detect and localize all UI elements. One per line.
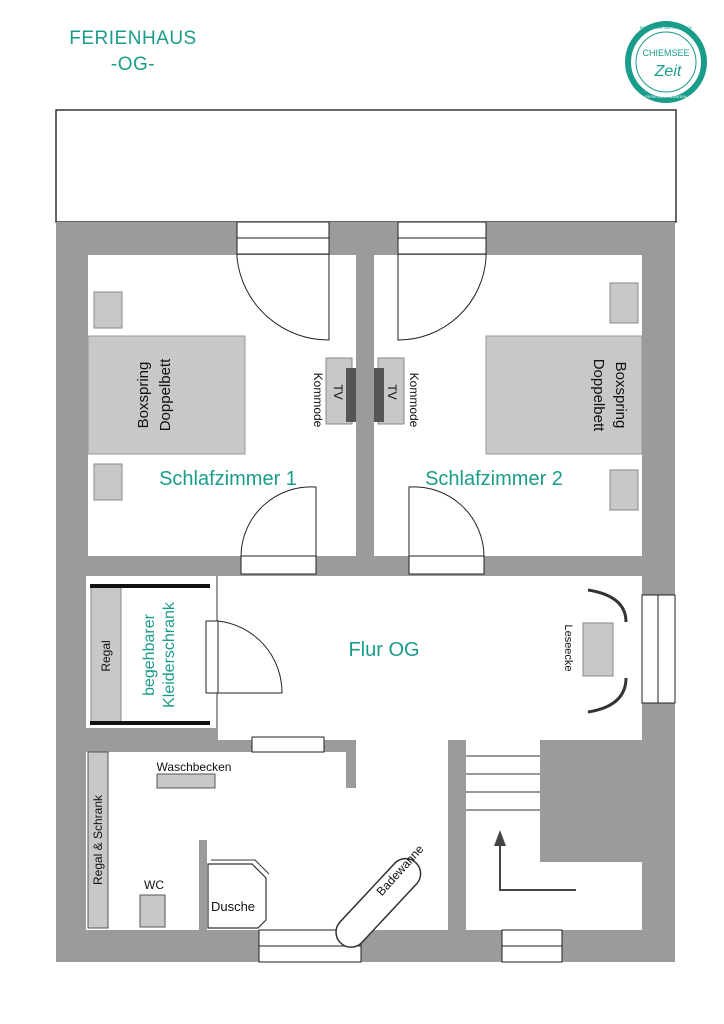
- bed-bedroom-1: [87, 335, 246, 455]
- svg-text:Zeit: Zeit: [654, 63, 682, 80]
- door-bedroom-1: [240, 555, 317, 575]
- shower-label: Dusche: [211, 899, 255, 914]
- bathroom-wall-stub: [346, 752, 356, 788]
- reading-chair: [582, 622, 614, 677]
- closet-label-line2: Kleiderschrank: [161, 601, 178, 708]
- door-closet: [205, 620, 219, 694]
- doors: [205, 486, 485, 753]
- closet-shelf-label: Regal: [99, 640, 113, 671]
- chiemsee-zeit-logo: BRUNSTING AM CHIEMSEE FERIENWOHNUNGEN CH…: [625, 21, 707, 103]
- nightstand: [93, 463, 123, 501]
- door-bathroom: [251, 736, 325, 753]
- shower-tray: [207, 863, 267, 929]
- windows: [236, 221, 676, 963]
- hallway-label: Flur OG: [348, 639, 419, 661]
- sink-label: Waschbecken: [157, 760, 232, 774]
- bed-2-label-line1: Boxspring: [612, 362, 629, 429]
- svg-text:CHIEMSEE: CHIEMSEE: [642, 48, 689, 58]
- svg-text:FERIENWOHNUNGEN: FERIENWOHNUNGEN: [645, 94, 687, 99]
- tv-bedroom-2: [374, 368, 384, 422]
- stairwell-landing: [540, 862, 642, 930]
- closet-label-line1: begehbarer: [141, 613, 158, 696]
- closet-shelf: [90, 585, 122, 723]
- plan-title: FERIENHAUS: [69, 28, 197, 49]
- staircase: [466, 755, 540, 811]
- dresser-2-label: Kommode: [407, 373, 421, 428]
- shelf-cabinet-label: Regal & Schrank: [91, 794, 105, 885]
- bedroom-1-label: Schlafzimmer 1: [159, 468, 297, 490]
- reading-arc: [587, 677, 628, 714]
- bed-1-label-line1: Boxspring: [135, 362, 152, 429]
- bed-1-label-line2: Doppelbett: [157, 358, 174, 431]
- toilet-label: WC: [144, 878, 164, 892]
- nightstand: [609, 282, 639, 324]
- stairwell-floor: [466, 740, 540, 930]
- shelf-cabinet: [87, 751, 109, 929]
- plan-subtitle: -OG-: [110, 54, 156, 75]
- bathroom-entry: [356, 738, 448, 754]
- bathtub: [335, 857, 422, 948]
- tv-2-label: TV: [385, 384, 399, 399]
- bedroom-2-label: Schlafzimmer 2: [425, 468, 563, 490]
- reading-corner-label: Leseecke: [562, 624, 574, 671]
- nightstand: [93, 291, 123, 329]
- reading-arc: [587, 588, 628, 623]
- shower-wall: [199, 840, 207, 930]
- nightstand: [609, 469, 639, 511]
- bed-2-label-line2: Doppelbett: [590, 359, 607, 432]
- hallway-floor: [218, 576, 642, 740]
- toilet: [139, 894, 166, 928]
- window-swings: [236, 254, 487, 341]
- bed-bedroom-2: [485, 335, 643, 455]
- arrow-head-icon: [494, 830, 506, 846]
- tv-bedroom-1: [346, 368, 356, 422]
- tv-1-label: TV: [331, 384, 345, 399]
- sink: [156, 773, 216, 789]
- shower-door: [211, 859, 270, 875]
- balcony: [55, 109, 677, 223]
- svg-text:BRUNSTING AM CHIEMSEE: BRUNSTING AM CHIEMSEE: [640, 25, 693, 30]
- stair-direction-arrow: [499, 840, 576, 891]
- dresser-1-label: Kommode: [311, 373, 325, 428]
- door-bedroom-2: [408, 555, 485, 575]
